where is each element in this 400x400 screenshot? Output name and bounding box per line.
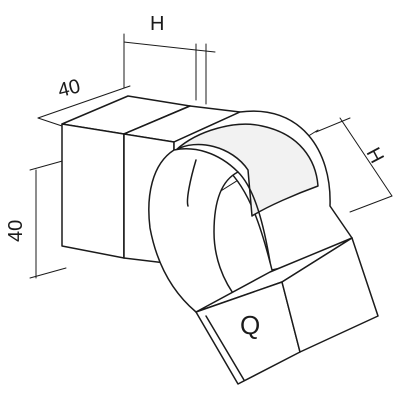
dim-h-side-ext-top xyxy=(315,117,351,133)
angled-stub-side xyxy=(281,237,379,353)
stub-front-face xyxy=(61,123,125,259)
dim-h-top-line xyxy=(123,41,197,51)
angled-stub-edge xyxy=(205,315,245,381)
dim-40-width-ext-left xyxy=(37,117,63,127)
dim-h-top-label: H xyxy=(150,13,164,35)
q-logo-text: Q xyxy=(240,310,260,340)
dim-h-side-ext-bottom xyxy=(349,195,393,213)
elbow-front-leg xyxy=(148,148,239,313)
elbow-inner-edge xyxy=(186,159,197,207)
dim-40-width-line xyxy=(37,85,131,119)
elbow-opening xyxy=(175,123,319,217)
elbow-body xyxy=(148,110,353,313)
dim-40-height-ext-top xyxy=(29,159,67,171)
dim-40-height-label: 40 xyxy=(5,220,27,242)
dim-40-width-label: 40 xyxy=(56,75,83,102)
elbow-inner-curve xyxy=(237,171,271,263)
dim-h-side-line xyxy=(339,117,393,197)
dim-40-height-ext-bottom xyxy=(29,267,67,279)
q-quality-mark-icon: Q xyxy=(240,310,260,340)
dim-h-side-label: H xyxy=(362,144,388,167)
angled-tube-stub xyxy=(195,237,379,385)
